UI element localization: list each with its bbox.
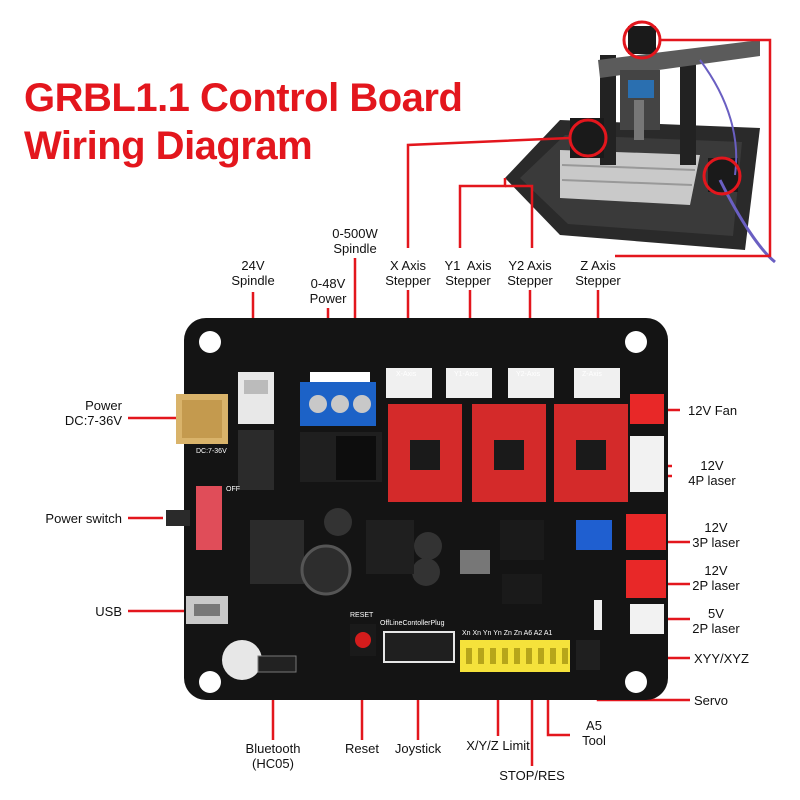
label-bluetooth-l1: Bluetooth: [245, 741, 301, 756]
diagram-title-line1: GRBL1.1 Control Board: [24, 76, 463, 120]
control-board: [166, 318, 668, 700]
label-5v-2p-laser-l2: 2P laser: [692, 621, 740, 636]
label-y2-axis-l1: Y2 Axis: [508, 258, 552, 273]
label-usb: USB: [95, 604, 122, 619]
label-xyz-limit: X/Y/Z Limit: [466, 738, 530, 753]
silk-off: OFF: [226, 486, 240, 493]
label-a5-tool: A5 Tool: [574, 718, 614, 748]
label-power-dc: Power DC:7-36V: [40, 398, 122, 428]
label-stop-res: STOP/RES: [499, 768, 565, 783]
label-a5-tool-l2: Tool: [582, 733, 606, 748]
label-3p-laser-l2: 3P laser: [692, 535, 740, 550]
label-12v-4p-laser: 12V 4P laser: [682, 458, 742, 488]
label-a5-tool-l1: A5: [586, 718, 602, 733]
label-xyy-xyz: XYY/XYZ: [694, 651, 749, 666]
label-12v-2p-laser: 12V 2P laser: [686, 563, 746, 593]
label-y1-axis-l2: Stepper: [445, 273, 491, 288]
label-0-48v-power-l1: 0-48V: [310, 276, 346, 291]
label-y1-axis-stepper: Y1 Axis Stepper: [436, 258, 500, 288]
label-3p-laser-l1: 12V: [704, 520, 728, 535]
label-24v-spindle: 24V Spindle: [223, 258, 283, 288]
silk-offline: OffLineContollerPlug: [380, 620, 445, 627]
diagram-title-line2: Wiring Diagram: [24, 124, 313, 168]
label-bluetooth: Bluetooth (HC05): [238, 741, 308, 771]
label-0-500w-spindle-l2: Spindle: [333, 241, 377, 256]
stepper-driver-x: [388, 404, 462, 502]
label-joystick: Joystick: [394, 741, 442, 756]
label-5v-2p-laser: 5V 2P laser: [686, 606, 746, 636]
label-x-axis-l2: Stepper: [385, 273, 431, 288]
silk-x-axis: X-Axis: [396, 371, 417, 378]
label-power-switch: Power switch: [45, 511, 122, 526]
silk-z-axis: Z-Axis: [582, 371, 602, 378]
label-y1-axis-l1: Y1 Axis: [444, 258, 492, 273]
label-x-axis-l1: X Axis: [389, 258, 427, 273]
label-24v-spindle-l2: Spindle: [231, 273, 275, 288]
label-y2-axis-stepper: Y2 Axis Stepper: [498, 258, 562, 288]
label-reset: Reset: [345, 741, 379, 756]
label-power-dc-l2: DC:7-36V: [64, 413, 122, 428]
silk-y1-axis: Y1-Axis: [454, 371, 479, 378]
label-12v-2p-laser-l1: 12V: [704, 563, 728, 578]
label-bluetooth-l2: (HC05): [252, 756, 294, 771]
label-servo: Servo: [694, 693, 728, 708]
label-4p-laser-l1: 12V: [700, 458, 724, 473]
cnc-machine-image: [505, 20, 776, 264]
label-5v-2p-laser-l1: 5V: [708, 606, 724, 621]
label-12v-3p-laser: 12V 3P laser: [686, 520, 746, 550]
label-4p-laser-l2: 4P laser: [688, 473, 736, 488]
label-12v-fan: 12V Fan: [688, 403, 738, 418]
label-y2-axis-l2: Stepper: [507, 273, 553, 288]
label-0-48v-power-l2: Power: [309, 291, 347, 306]
label-power-dc-l1: Power: [85, 398, 122, 413]
label-0-500w-spindle: 0-500W Spindle: [320, 226, 390, 256]
stepper-driver-y: [472, 404, 546, 502]
label-0-500w-spindle-l1: 0-500W: [332, 226, 378, 241]
label-12v-2p-laser-l2: 2P laser: [692, 578, 740, 593]
label-z-axis-l1: Z Axis: [580, 258, 616, 273]
label-0-48v-power: 0-48V Power: [298, 276, 358, 306]
label-z-axis-stepper: Z Axis Stepper: [566, 258, 630, 288]
label-24v-spindle-l1: 24V: [241, 258, 265, 273]
label-x-axis-stepper: X Axis Stepper: [376, 258, 440, 288]
silk-y2-axis: Y2-Axis: [516, 371, 541, 378]
stepper-driver-z: [554, 404, 628, 502]
silk-dc: DC:7-36V: [196, 448, 227, 455]
label-z-axis-l2: Stepper: [575, 273, 621, 288]
silk-pins: Xn Xn Yn Yn Zn Zn A6 A2 A1: [462, 630, 553, 637]
silk-reset: RESET: [350, 612, 374, 619]
